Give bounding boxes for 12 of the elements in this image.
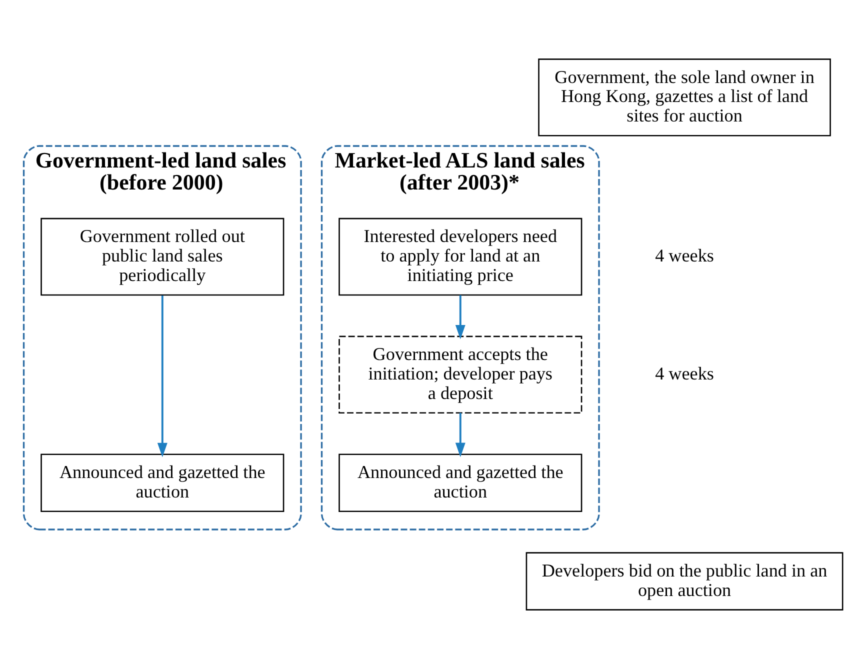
node-box: Developers bid on the public land in an open auction	[526, 552, 844, 610]
node-box: Government rolled out public land sales periodically	[40, 218, 284, 296]
node-box: Government, the sole land owner in Hong Kong, gazettes a list of land sites for auction	[538, 58, 831, 136]
label: 4 weeks	[655, 363, 714, 384]
arrow	[455, 412, 466, 458]
node-box: Announced and gazetted the auction	[338, 454, 582, 512]
node-box: Announced and gazetted the auction	[40, 454, 284, 512]
label: 4 weeks	[655, 246, 714, 266]
arrow	[157, 295, 168, 458]
node-box: Interested developers need to apply for land at an initiating price	[338, 218, 582, 296]
node-box: Government accepts the initiation; developer pays a deposit	[338, 336, 582, 414]
arrow	[455, 295, 466, 340]
